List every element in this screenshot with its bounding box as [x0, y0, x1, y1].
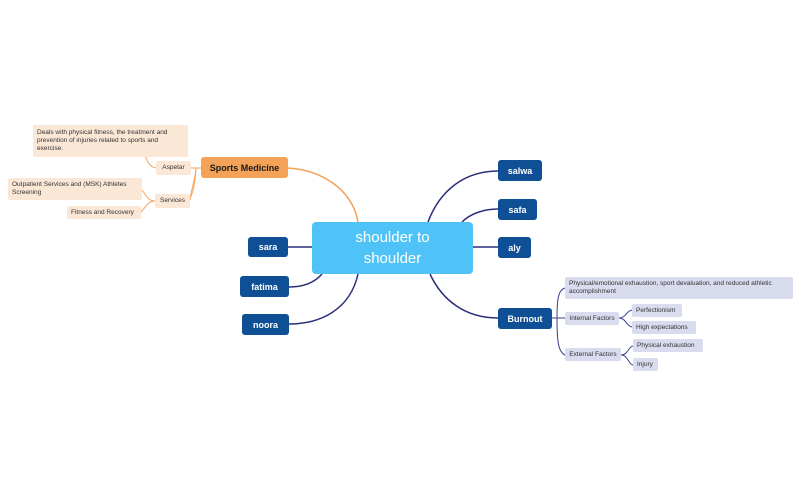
- internal-factors-label: Internal Factors: [569, 314, 615, 322]
- burnout-description-node[interactable]: Physical/emotional exhaustion, sport dev…: [565, 277, 793, 299]
- internal-factors-node[interactable]: Internal Factors: [565, 312, 619, 325]
- external-factor-injury[interactable]: Injury: [633, 358, 658, 371]
- person-label: safa: [508, 204, 527, 215]
- person-label: aly: [508, 242, 521, 253]
- central-topic-line2: shoulder: [363, 250, 422, 267]
- services-item-fitness-text: Fitness and Recovery: [71, 208, 134, 216]
- person-node-fatima[interactable]: fatima: [240, 276, 289, 297]
- internal-factor-high-expectations[interactable]: High expectations: [632, 321, 696, 334]
- services-label: Services: [160, 197, 185, 204]
- aspetar-description-text: Deals with physical fitness, the treatme…: [37, 129, 168, 152]
- central-topic-line1: shoulder to: [355, 229, 430, 246]
- person-label: fatima: [251, 281, 278, 292]
- external-factor-physical-exhaustion[interactable]: Physical exhaustion: [633, 339, 703, 352]
- burnout-node[interactable]: Burnout: [498, 308, 552, 329]
- person-label: sara: [258, 242, 278, 252]
- sports-medicine-label: Sports Medicine: [209, 162, 280, 173]
- services-item-outpatient[interactable]: Outpatient Services and (MSK) Athletes S…: [8, 178, 142, 200]
- person-label: salwa: [507, 165, 533, 176]
- sports-medicine-node[interactable]: Sports Medicine: [201, 157, 288, 178]
- services-item-fitness[interactable]: Fitness and Recovery: [67, 206, 141, 219]
- services-node[interactable]: Services: [155, 194, 190, 208]
- internal-factor-perfectionism[interactable]: Perfectionism: [632, 304, 682, 317]
- aspetar-label: Aspetar: [162, 164, 185, 171]
- person-node-aly[interactable]: aly: [498, 237, 531, 258]
- person-node-safa[interactable]: safa: [498, 199, 537, 220]
- person-label: noora: [252, 319, 278, 330]
- person-node-sara[interactable]: sara: [248, 237, 288, 257]
- burnout-description-text: Physical/emotional exhaustion, sport dev…: [569, 280, 772, 295]
- internal-factor-text: Perfectionism: [636, 306, 676, 314]
- services-item-outpatient-text: Outpatient Services and (MSK) Athletes S…: [12, 181, 127, 196]
- person-node-noora[interactable]: noora: [242, 314, 289, 335]
- external-factor-text: Physical exhaustion: [637, 341, 695, 349]
- person-node-salwa[interactable]: salwa: [498, 160, 542, 181]
- aspetar-description-node[interactable]: Deals with physical fitness, the treatme…: [33, 125, 188, 157]
- central-topic[interactable]: shoulder to shoulder: [312, 222, 473, 274]
- external-factors-node[interactable]: External Factors: [565, 348, 621, 361]
- aspetar-node[interactable]: Aspetar: [156, 161, 191, 175]
- internal-factor-text: High expectations: [636, 323, 688, 331]
- external-factor-text: Injury: [637, 360, 653, 368]
- external-factors-label: External Factors: [569, 350, 617, 358]
- burnout-label: Burnout: [507, 313, 543, 324]
